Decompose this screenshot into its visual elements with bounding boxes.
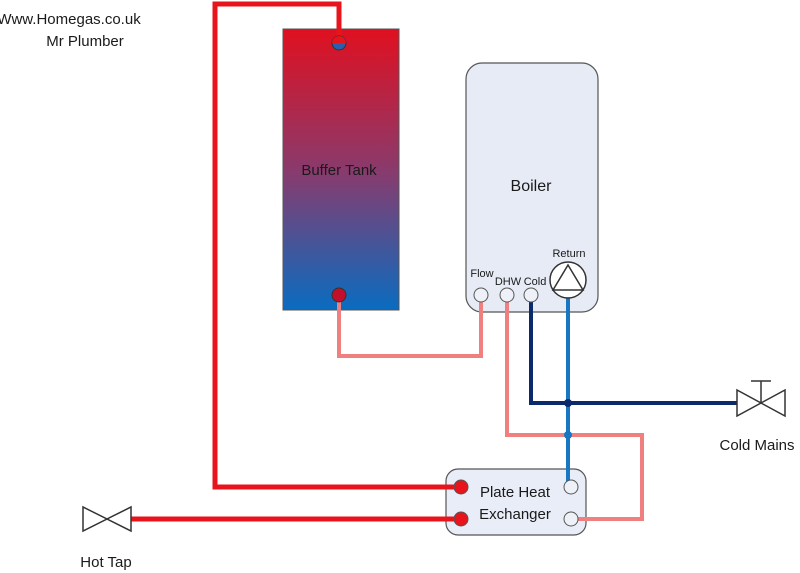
dhw-port-label: DHW <box>495 276 522 288</box>
plate-heat-exchanger <box>445 468 587 536</box>
boiler-label: Boiler <box>511 178 553 195</box>
pump-triangle-icon <box>551 263 585 291</box>
dhw-pipe <box>505 296 644 521</box>
pipe-junction-dhw <box>564 431 572 439</box>
buffer-tank <box>282 28 400 311</box>
hx-hot-out-port <box>453 511 469 527</box>
cold-port <box>523 287 539 303</box>
buffer-tank-label: Buffer Tank <box>301 162 377 179</box>
pump-icon <box>549 261 587 299</box>
author-credit: Mr Plumber <box>46 33 124 50</box>
hot-pipe-tank-to-exchanger <box>212 1 460 490</box>
hx-return-port <box>563 479 579 495</box>
cold-port-label: Cold <box>524 276 547 288</box>
flow-pipe <box>337 296 483 358</box>
hot-tap-label: Hot Tap <box>80 554 131 571</box>
hx-hot-in-port <box>453 479 469 495</box>
flow-port-label: Flow <box>470 268 493 280</box>
dhw-port <box>499 287 515 303</box>
cold-mains-label: Cold Mains <box>719 437 794 454</box>
heat-exchanger-label-line1: Plate Heat <box>480 484 551 501</box>
tank-top-port-half <box>332 36 346 43</box>
heat-exchanger-label-line2: Exchanger <box>479 506 551 523</box>
flow-port <box>473 287 489 303</box>
website-credit: Www.Homegas.co.uk <box>0 11 141 28</box>
hx-dhw-port <box>563 511 579 527</box>
tank-bottom-port <box>331 287 347 303</box>
cold-mains-valve-icon <box>736 380 786 418</box>
pipe-junction-cold <box>564 399 572 407</box>
hot-tap-valve-icon <box>82 505 132 533</box>
return-port-label: Return <box>552 248 585 260</box>
cold-mains-pipe <box>529 296 737 405</box>
